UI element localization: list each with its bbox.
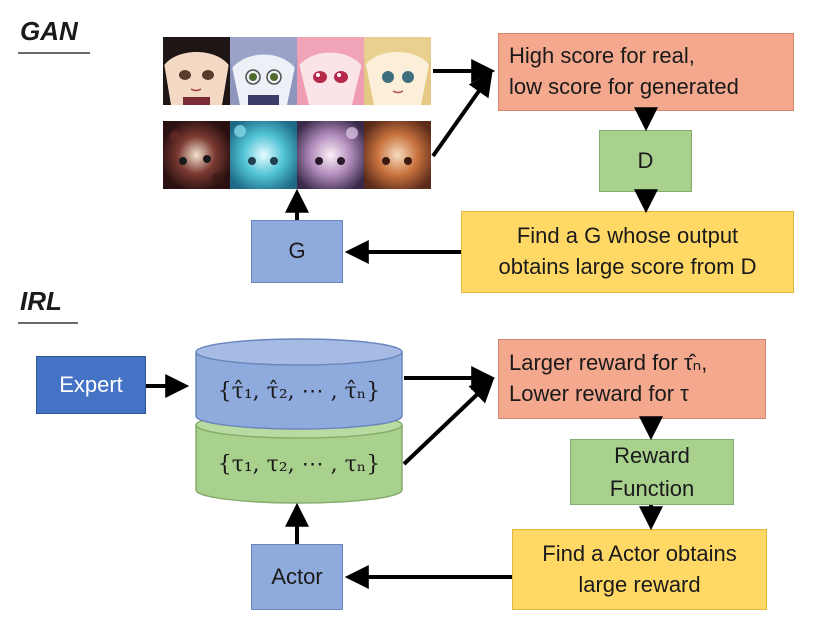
real-image-4 — [364, 37, 431, 105]
reward-objective-line-2: Lower reward for τ — [509, 381, 689, 406]
actor-box: Actor — [251, 544, 343, 610]
discriminator-objective-line-2: low score for generated — [509, 74, 739, 99]
generator-box: G — [251, 220, 343, 283]
generator-objective-line-1: Find a G whose output — [516, 223, 739, 249]
actor-label: Actor — [271, 563, 323, 589]
generator-label: G — [288, 238, 306, 264]
reward-objective-box: Larger reward for τ̂ₙ, Lower reward for … — [498, 339, 766, 419]
gan-title-underline — [18, 52, 90, 54]
actor-objective-box: Find a Actor obtains large reward — [512, 529, 767, 610]
discriminator-label: D — [637, 147, 654, 173]
reward-function-line-1: Reward — [614, 443, 690, 468]
real-image-2 — [230, 37, 297, 105]
discriminator-objective-box: High score for real, low score for gener… — [498, 33, 794, 111]
actor-objective-line-1: Find a Actor obtains — [542, 540, 737, 566]
generated-image-1 — [163, 121, 230, 189]
arrow-generated-to-score — [431, 71, 493, 158]
expert-trajectory-set: {τ̂₁, τ̂₂, ⋯ , τ̂ₙ} — [217, 379, 381, 404]
reward-function-line-2: Function — [609, 476, 695, 501]
real-image-1 — [163, 37, 230, 105]
reward-function-box: Reward Function — [570, 439, 734, 505]
reward-objective-line-1: Larger reward for τ̂ₙ, — [509, 350, 708, 376]
expert-trajectory-cylinder-body — [195, 352, 403, 430]
discriminator-objective-line-1: High score for real, — [509, 43, 695, 69]
generated-image-2 — [230, 121, 297, 189]
expert-label: Expert — [59, 371, 123, 397]
generator-objective-line-2: obtains large score from D — [498, 254, 757, 279]
gan-section-title: GAN — [20, 16, 78, 46]
generator-objective-box: Find a G whose output obtains large scor… — [461, 211, 794, 293]
irl-title-underline — [18, 322, 78, 324]
irl-section-title: IRL — [20, 286, 62, 316]
actor-objective-line-2: large reward — [578, 571, 701, 597]
expert-box: Expert — [36, 356, 146, 414]
generated-image-4 — [364, 121, 431, 189]
generated-image-3 — [297, 121, 364, 189]
actor-trajectory-set: {τ₁, τ₂, ⋯ , τₙ} — [217, 452, 381, 477]
expert-trajectory-cylinder-top — [195, 338, 403, 366]
real-image-3 — [297, 37, 364, 105]
arrow-actor-set-to-reward — [402, 378, 495, 466]
